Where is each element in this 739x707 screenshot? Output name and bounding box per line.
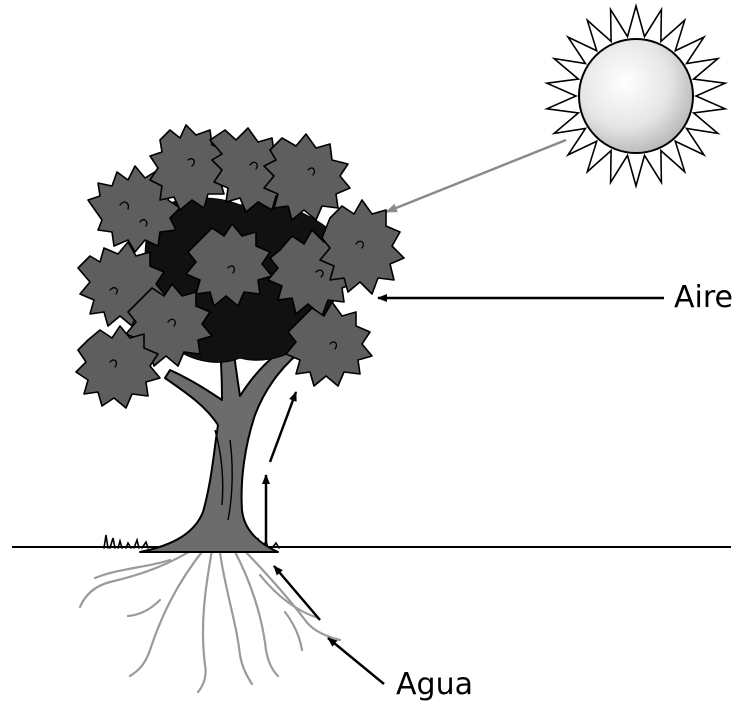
air-label: Aire — [674, 283, 733, 313]
sun-disc — [579, 39, 693, 153]
water-arrow-upper — [270, 392, 296, 462]
water-label: Agua — [396, 670, 473, 700]
sunlight-arrow — [386, 140, 566, 212]
tree-foliage — [76, 125, 404, 408]
water-arrow-root — [274, 566, 320, 620]
tree-icon — [76, 125, 404, 552]
roots — [80, 545, 340, 692]
sun-icon — [547, 6, 725, 186]
water-label-leader — [328, 638, 384, 684]
